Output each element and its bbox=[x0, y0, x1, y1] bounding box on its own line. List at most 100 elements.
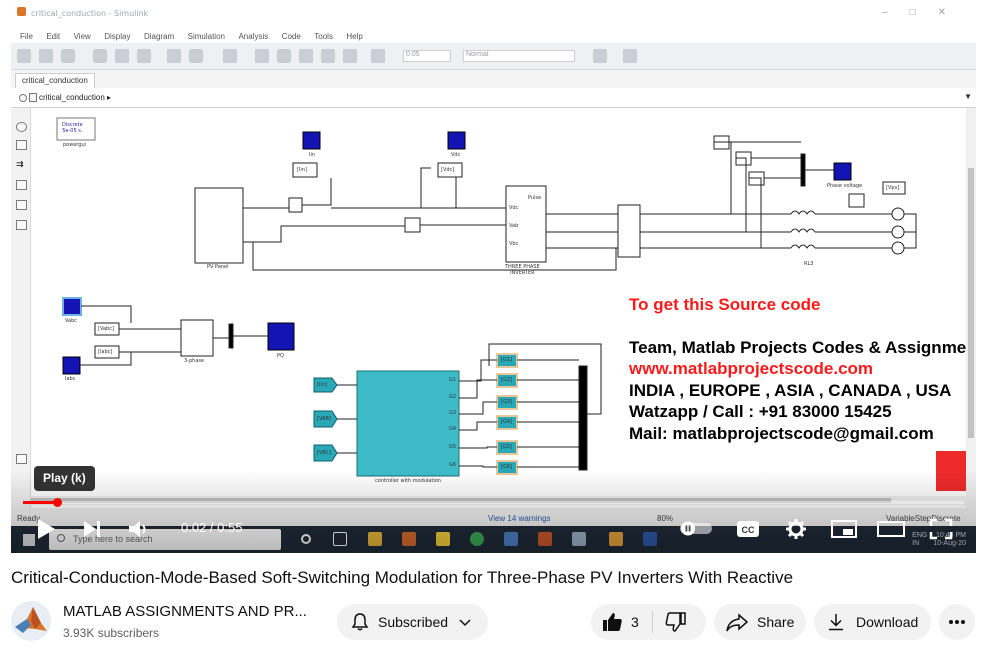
like-button[interactable]: 3 bbox=[591, 604, 652, 640]
wire-gates bbox=[459, 343, 602, 468]
build-icon[interactable] bbox=[623, 49, 637, 63]
task-view-icon[interactable] bbox=[333, 532, 347, 546]
play-tooltip: Play (k) bbox=[34, 466, 95, 491]
menu-edit[interactable]: Edit bbox=[46, 32, 61, 41]
download-icon bbox=[829, 614, 843, 631]
settings-icon[interactable] bbox=[785, 518, 807, 540]
open-icon[interactable] bbox=[39, 49, 53, 63]
channel-avatar[interactable] bbox=[11, 601, 51, 641]
chevron-down-icon bbox=[459, 619, 471, 627]
miniplayer-icon[interactable] bbox=[831, 519, 857, 539]
app-icon-3[interactable] bbox=[609, 532, 623, 546]
menu-file[interactable]: File bbox=[20, 32, 33, 41]
app-icon-1[interactable] bbox=[504, 532, 518, 546]
chevron-down-icon[interactable]: ▼ bbox=[964, 92, 972, 101]
window-controls[interactable]: –□✕ bbox=[882, 7, 968, 18]
menu-display[interactable]: Display bbox=[104, 32, 131, 41]
windows-start-icon[interactable] bbox=[23, 534, 35, 546]
new-model-icon[interactable] bbox=[17, 49, 31, 63]
simulink-titlebar: critical_conduction - Simulink –□✕ bbox=[11, 0, 976, 26]
subscribe-button[interactable]: Subscribed bbox=[337, 604, 488, 640]
menu-simulation[interactable]: Simulation bbox=[187, 32, 225, 41]
status-warnings-link[interactable]: View 14 warnings bbox=[488, 514, 551, 523]
run-icon[interactable] bbox=[277, 49, 291, 63]
hide-browser-icon[interactable] bbox=[19, 94, 27, 102]
record-icon[interactable] bbox=[371, 49, 385, 63]
goto-vdc-label: [Vdc] bbox=[441, 167, 455, 173]
menu-analysis[interactable]: Analysis bbox=[238, 32, 269, 41]
channel-name[interactable]: MATLAB ASSIGNMENTS AND PR... bbox=[63, 603, 307, 620]
video-player[interactable]: critical_conduction - Simulink –□✕ File … bbox=[11, 0, 976, 553]
matlab-icon[interactable] bbox=[402, 532, 416, 546]
menu-code[interactable]: Code bbox=[281, 32, 301, 41]
undo-icon[interactable] bbox=[93, 49, 107, 63]
sticky-notes-icon[interactable] bbox=[436, 532, 450, 546]
model-canvas[interactable]: Discrete 5e-05 s. powergui Iin Vdc [Iin]… bbox=[31, 108, 966, 508]
taskbar-search[interactable]: Type here to search bbox=[49, 529, 281, 550]
app-icon-2[interactable] bbox=[572, 532, 586, 546]
menu-tools[interactable]: Tools bbox=[314, 32, 333, 41]
library-icon[interactable] bbox=[167, 49, 181, 63]
phase-voltage-scope bbox=[833, 162, 852, 181]
up-icon[interactable] bbox=[137, 49, 151, 63]
fast-restart-icon[interactable] bbox=[593, 49, 607, 63]
file-explorer-icon[interactable] bbox=[368, 532, 382, 546]
promo-website: www.matlabprojectscode.com bbox=[629, 359, 874, 378]
fit-view-icon[interactable] bbox=[16, 140, 27, 150]
horizontal-scrollbar[interactable] bbox=[31, 496, 966, 505]
scope-vdc-label: Vdc bbox=[451, 152, 461, 158]
captions-icon[interactable]: CC bbox=[736, 519, 760, 539]
tab-critical-conduction[interactable]: critical_conduction bbox=[15, 73, 95, 88]
autoplay-toggle[interactable] bbox=[679, 520, 715, 536]
menu-diagram[interactable]: Diagram bbox=[143, 32, 175, 41]
download-button[interactable]: Download bbox=[814, 604, 931, 640]
progress-played bbox=[23, 501, 57, 504]
menu-view[interactable]: View bbox=[73, 32, 91, 41]
controller-out-g5: G5 bbox=[449, 444, 457, 450]
vertical-scroll-thumb[interactable] bbox=[968, 168, 974, 438]
volume-icon[interactable] bbox=[127, 518, 153, 540]
wire-ac-out bbox=[546, 213, 892, 249]
play-icon[interactable] bbox=[35, 517, 57, 541]
fullscreen-icon[interactable] bbox=[929, 518, 953, 540]
pause-icon[interactable] bbox=[299, 49, 313, 63]
screenshot-icon[interactable] bbox=[16, 454, 27, 464]
matlab-logo-icon bbox=[11, 601, 51, 641]
share-button[interactable]: Share bbox=[714, 604, 806, 640]
video-title: Critical-Conduction-Mode-Based Soft-Swit… bbox=[11, 568, 794, 587]
promo-team: Team, Matlab Projects Codes & Assignment… bbox=[629, 338, 976, 357]
chrome-icon[interactable] bbox=[470, 532, 484, 546]
rl-label: RL3 bbox=[804, 261, 814, 267]
stop-icon[interactable] bbox=[343, 49, 357, 63]
matlab-icon-2[interactable] bbox=[538, 532, 552, 546]
progress-scrubber[interactable] bbox=[53, 498, 62, 507]
vertical-scrollbar[interactable] bbox=[966, 108, 976, 498]
explorer-icon[interactable] bbox=[223, 49, 237, 63]
voltage-sensor-block bbox=[404, 217, 421, 233]
horizontal-scroll-thumb[interactable] bbox=[31, 498, 891, 503]
save-icon[interactable] bbox=[61, 49, 75, 63]
powergui-text: Discrete 5e-05 s. bbox=[62, 122, 83, 134]
theater-icon[interactable] bbox=[877, 519, 905, 539]
area-icon[interactable] bbox=[16, 220, 27, 230]
cortana-icon[interactable] bbox=[301, 534, 311, 544]
status-zoom: 80% bbox=[657, 514, 674, 523]
stop-time-field[interactable]: 0.05 bbox=[403, 50, 451, 62]
dislike-button[interactable] bbox=[653, 604, 687, 640]
redo-icon[interactable] bbox=[115, 49, 129, 63]
controller-out-g6: G6 bbox=[449, 462, 457, 468]
progress-bar[interactable] bbox=[23, 498, 964, 507]
image-icon[interactable] bbox=[16, 200, 27, 210]
model-config-icon[interactable] bbox=[189, 49, 203, 63]
arrow-icon[interactable]: ⇉ bbox=[16, 159, 24, 169]
step-back-icon[interactable] bbox=[255, 49, 269, 63]
sim-mode-select[interactable]: Normal bbox=[463, 50, 575, 62]
annotation-icon[interactable] bbox=[16, 180, 27, 190]
next-icon[interactable] bbox=[81, 518, 103, 540]
breadcrumb[interactable]: critical_conduction ▸ bbox=[39, 93, 112, 102]
menu-help[interactable]: Help bbox=[346, 32, 363, 41]
app-icon-4[interactable] bbox=[643, 532, 657, 546]
zoom-icon[interactable] bbox=[16, 122, 27, 132]
more-actions-button[interactable] bbox=[939, 604, 975, 640]
step-forward-icon[interactable] bbox=[321, 49, 335, 63]
